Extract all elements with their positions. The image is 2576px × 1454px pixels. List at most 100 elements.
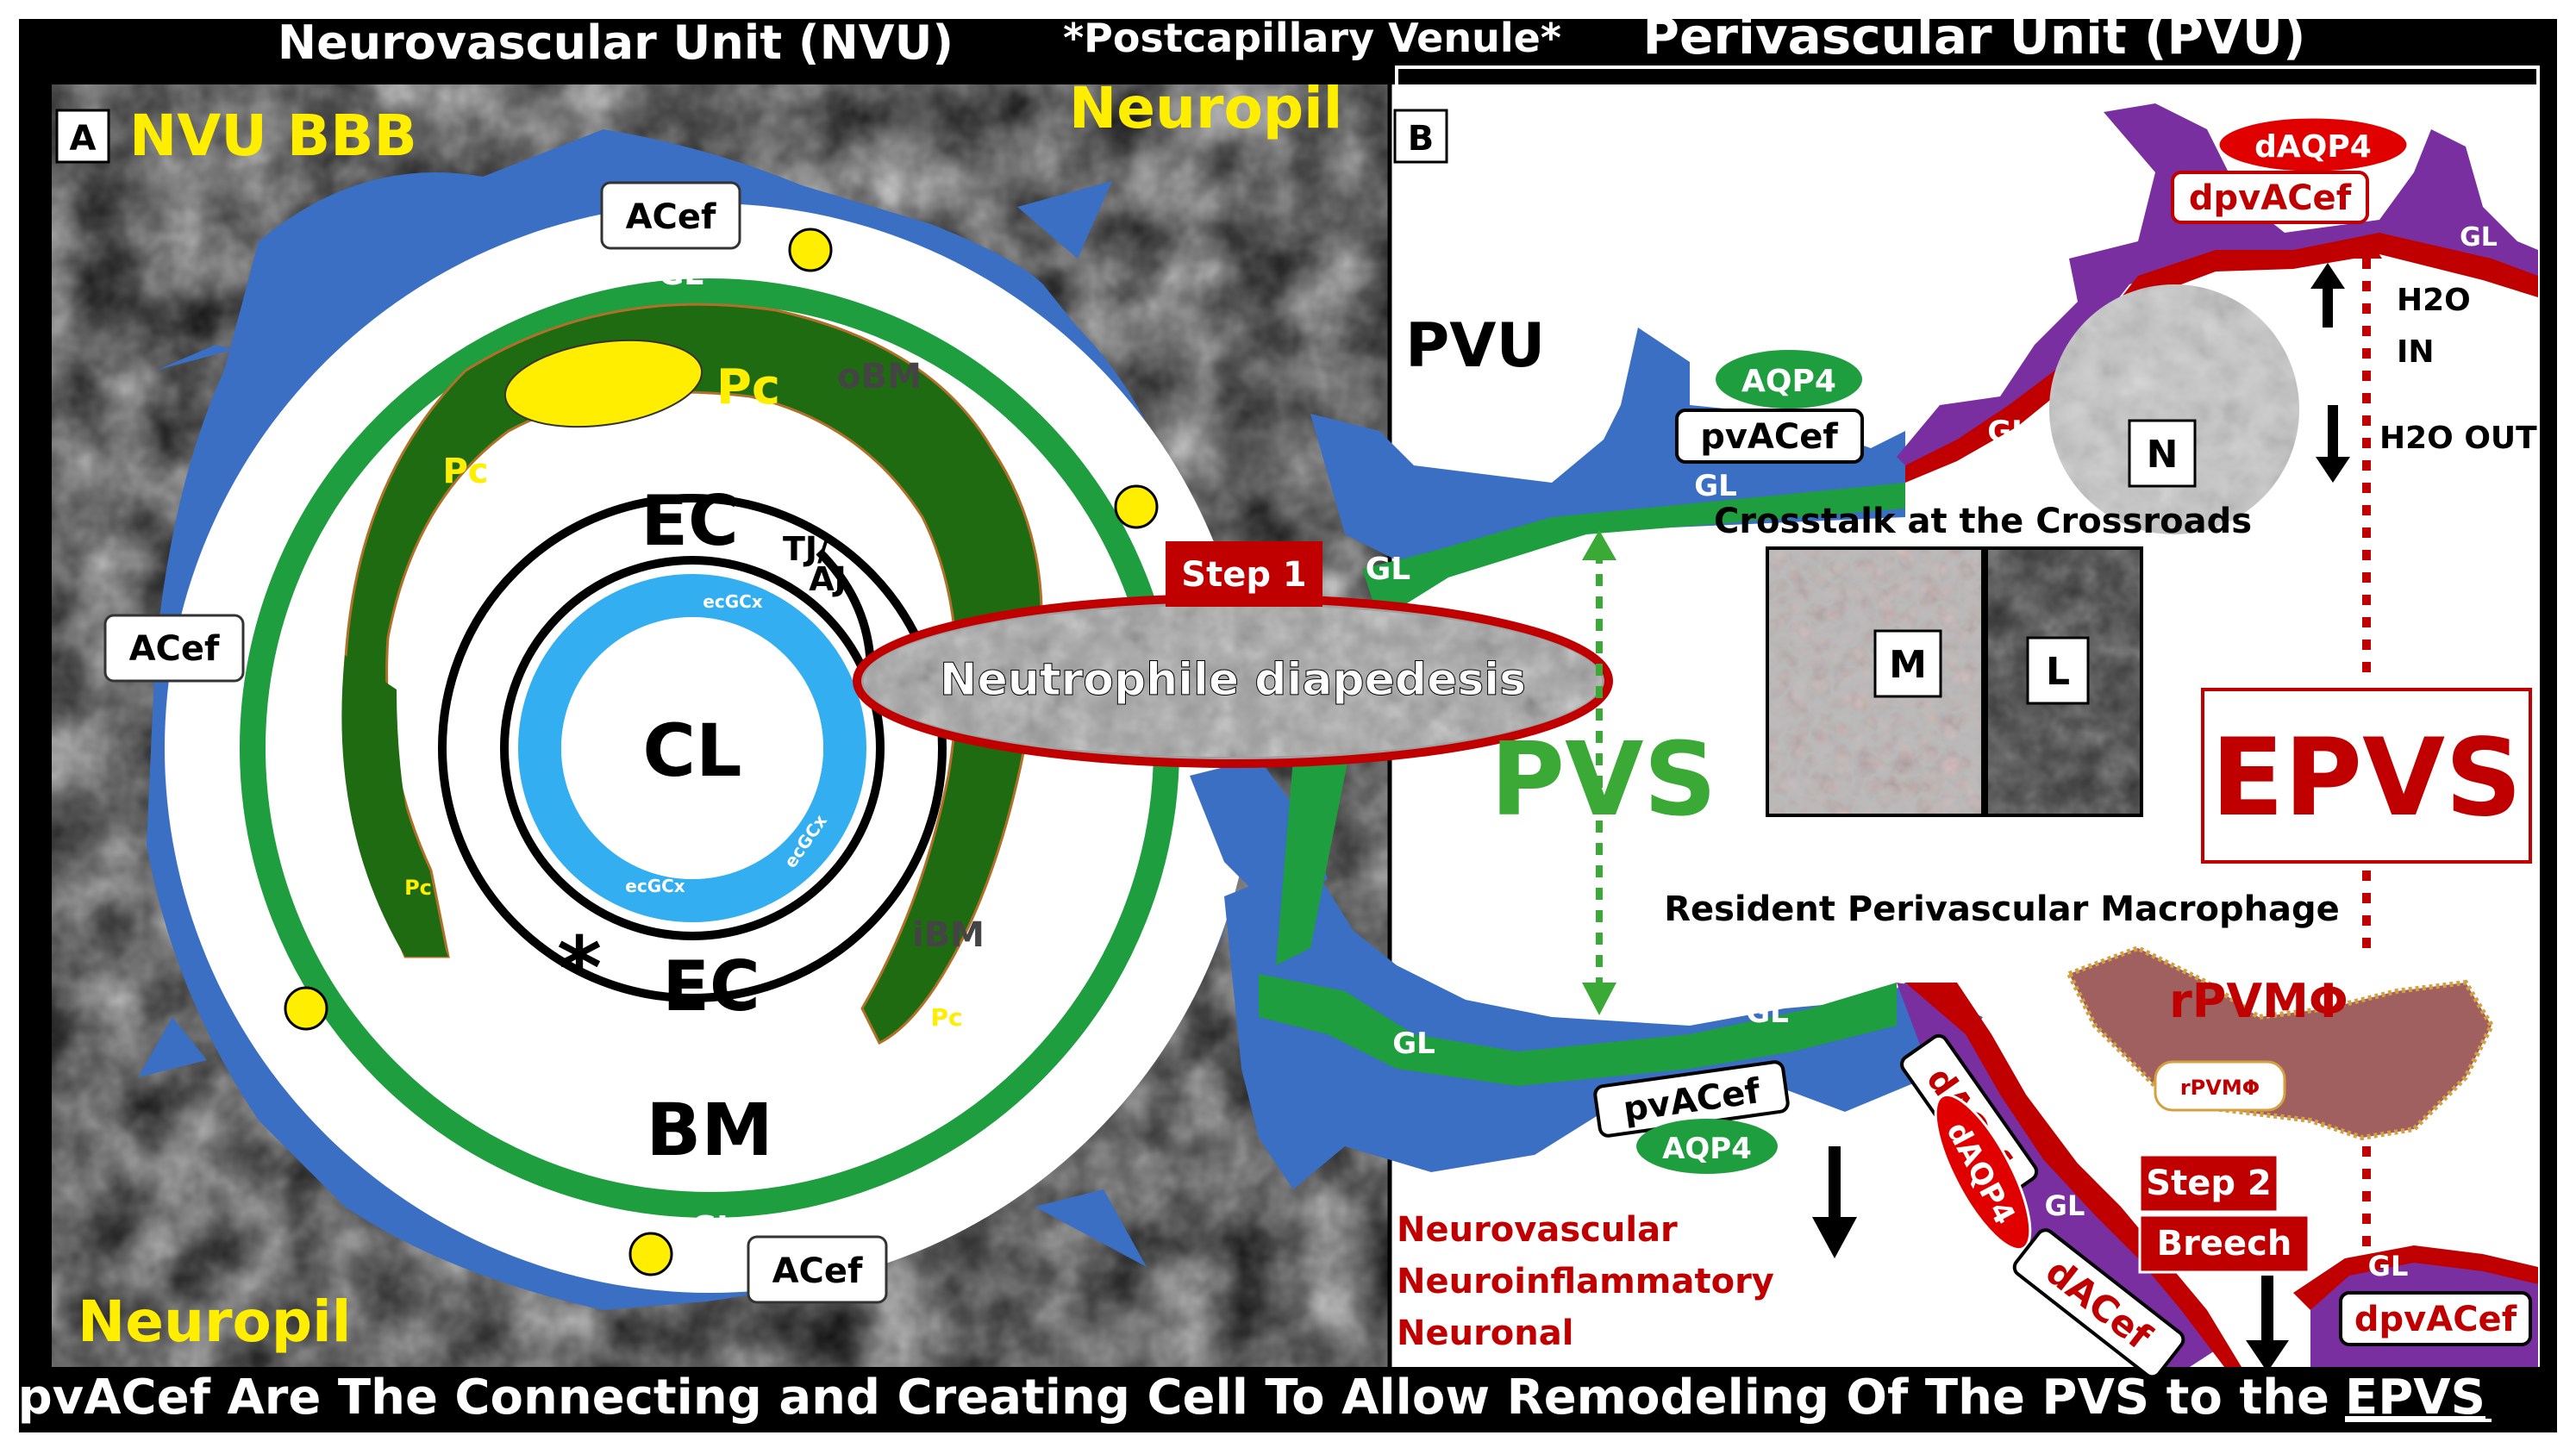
dpvacef-label-bottom: dpvACef (2354, 1300, 2517, 1339)
gl-label-lower-left: GL (1392, 1027, 1435, 1061)
daqp4-oval-bottom (1934, 1093, 2032, 1251)
yellow-marker (628, 1232, 673, 1276)
pvs-label: PVS (1491, 720, 1717, 839)
epvs-label: EPVS (2211, 716, 2523, 840)
aqp4-oval-top (1716, 350, 1862, 409)
capillary-lumen (561, 617, 823, 879)
rpvm-small-box (2154, 1060, 2286, 1112)
inner-basement-membrane-label: iBM (912, 915, 985, 955)
breech-label: Breech (2157, 1224, 2292, 1264)
yellow-marker (1114, 484, 1159, 529)
step2-label: Step 2 (2146, 1164, 2271, 1203)
aqp4-label-bottom: AQP4 (1662, 1132, 1752, 1166)
step1-box (1166, 541, 1322, 607)
pericyte-process-left (341, 655, 448, 957)
aqp4-label-top: AQP4 (1741, 364, 1836, 399)
glycocalyx-label: ecGCx (625, 876, 685, 896)
micrograph-l-label: L (2046, 650, 2070, 694)
upper-red-membrane (1905, 233, 2538, 483)
glycocalyx-label: ecGCx (703, 591, 763, 612)
neurovascular-label: Neurovascular (1397, 1210, 1678, 1250)
footer-caption-epvs: EPVS (2345, 1370, 2485, 1426)
tight-junction-label-1: TJ/ (783, 530, 829, 568)
tight-junction-label-2: AJ (809, 560, 847, 598)
nvu-header-title: Neurovascular Unit (NVU) (278, 16, 953, 70)
epvs-arrowhead-top (2351, 234, 2382, 259)
footer-caption-main: pvACef Are The Connecting and Creating C… (18, 1370, 2329, 1426)
yellow-marker (788, 228, 833, 272)
pvu-header-title: Perivascular Unit (PVU) (1643, 7, 2306, 66)
upper-glia-limitans (1362, 483, 1905, 621)
acef-label-box-bottom (747, 1235, 888, 1304)
lower-astrocyte-band (1224, 862, 1983, 1189)
down-arrowhead (1812, 1217, 1857, 1258)
pvu-label: PVU (1405, 310, 1545, 381)
gl-label-center: GL (1366, 552, 1411, 587)
rpvm-label-large: rPVMΦ (2169, 974, 2348, 1028)
gl-label-top: GL (659, 257, 704, 292)
acef-label-left: ACef (129, 629, 220, 669)
h2o-in-label-1: H2O (2397, 283, 2471, 318)
glycocalyx-ring (518, 574, 866, 922)
gl-label-upper: GL (1694, 469, 1737, 503)
lower-glia-limitans (1259, 974, 1897, 1086)
asterisk-marker: * (557, 918, 602, 1019)
daqp4-group-bottom: dAQP4 (1934, 1093, 2032, 1251)
pericyte-label-small-left: Pc (404, 876, 432, 900)
neuropil-label-top: Neuropil (1069, 75, 1342, 141)
panel-a-letter-box (55, 109, 110, 164)
dpvacef-label-top: dpvACef (2189, 178, 2352, 218)
dpvacef-box-bottom (2339, 1291, 2532, 1346)
gl-label-lower-right: GL (2045, 1189, 2085, 1222)
pericyte-label-left: Pc (442, 452, 488, 491)
crosstalk-label: Crosstalk at the Crossroads (1714, 502, 2252, 541)
gl-label-bottom: GL (691, 1210, 737, 1245)
pvs-arrowhead-bottom (1582, 983, 1616, 1015)
h2o-out-arrowhead (2316, 457, 2350, 483)
basement-membrane-label: BM (646, 1088, 773, 1172)
diapedesis-texture (864, 605, 1602, 757)
gl-label-lower-mid: GL (1746, 995, 1789, 1030)
diapedesis-label: Neutrophile diapedesis (940, 654, 1526, 706)
neuropil-label-bottom: Neuropil (78, 1289, 351, 1355)
micrograph-m-label: M (1889, 643, 1927, 687)
resident-macrophage-label: Resident Perivascular Macrophage (1664, 889, 2340, 929)
dpvacef-box-top (2171, 171, 2369, 224)
aqp4-oval-bottom (1636, 1119, 1778, 1174)
pericyte-label-small-right: Pc (930, 1003, 962, 1032)
endothelial-cell-label-bottom: EC (662, 946, 760, 1027)
acef-label-box-top (600, 181, 741, 250)
outer-basement-membrane-label: oBM (837, 357, 922, 396)
h2o-in-arrowhead (2310, 263, 2345, 289)
yellow-marker (284, 986, 328, 1031)
acef-label-bottom: ACef (772, 1251, 863, 1291)
lower-right-red-membrane (2293, 1245, 2538, 1310)
endothelial-cell-label-top: EC (641, 481, 738, 561)
neutrophil-n-label: N (2147, 433, 2179, 477)
pvacef-label-top: pvACef (1700, 417, 1838, 457)
acef-label-top: ACef (626, 197, 716, 237)
neuroinflammatory-label: Neuroinflammatory (1397, 1262, 1774, 1301)
neuronal-label: Neuronal (1397, 1314, 1573, 1353)
rpvm-label-small: rPVMΦ (2180, 1076, 2260, 1100)
panel-b-letter-box (1393, 109, 1448, 164)
nvu-bbb-title: NVU BBB (129, 103, 417, 169)
footer-caption: pvACef Are The Connecting and Creating C… (18, 1370, 2329, 1426)
panel-a-letter: A (70, 119, 97, 159)
epvs-box (2201, 688, 2532, 864)
panel-a: ACef ACef ACef GL GL oBM iBM Pc Pc Pc Pc… (103, 129, 1254, 1310)
acef-label-box-left (103, 614, 245, 683)
breech-arrowhead (2246, 1340, 2289, 1372)
step2-box (2138, 1153, 2279, 1214)
neutrophil-n-box (2128, 419, 2197, 488)
dacef-box-2 (2012, 1228, 2185, 1379)
panel-b-letter: B (1408, 119, 1435, 159)
breech-box (2138, 1214, 2310, 1274)
gl-label-right-top: GL (2460, 222, 2498, 253)
h2o-in-label-2: IN (2397, 334, 2435, 370)
pericyte-nucleus (503, 339, 703, 428)
neutrophil-texture (2049, 284, 2299, 534)
capillary-lumen-label: CL (642, 708, 741, 793)
